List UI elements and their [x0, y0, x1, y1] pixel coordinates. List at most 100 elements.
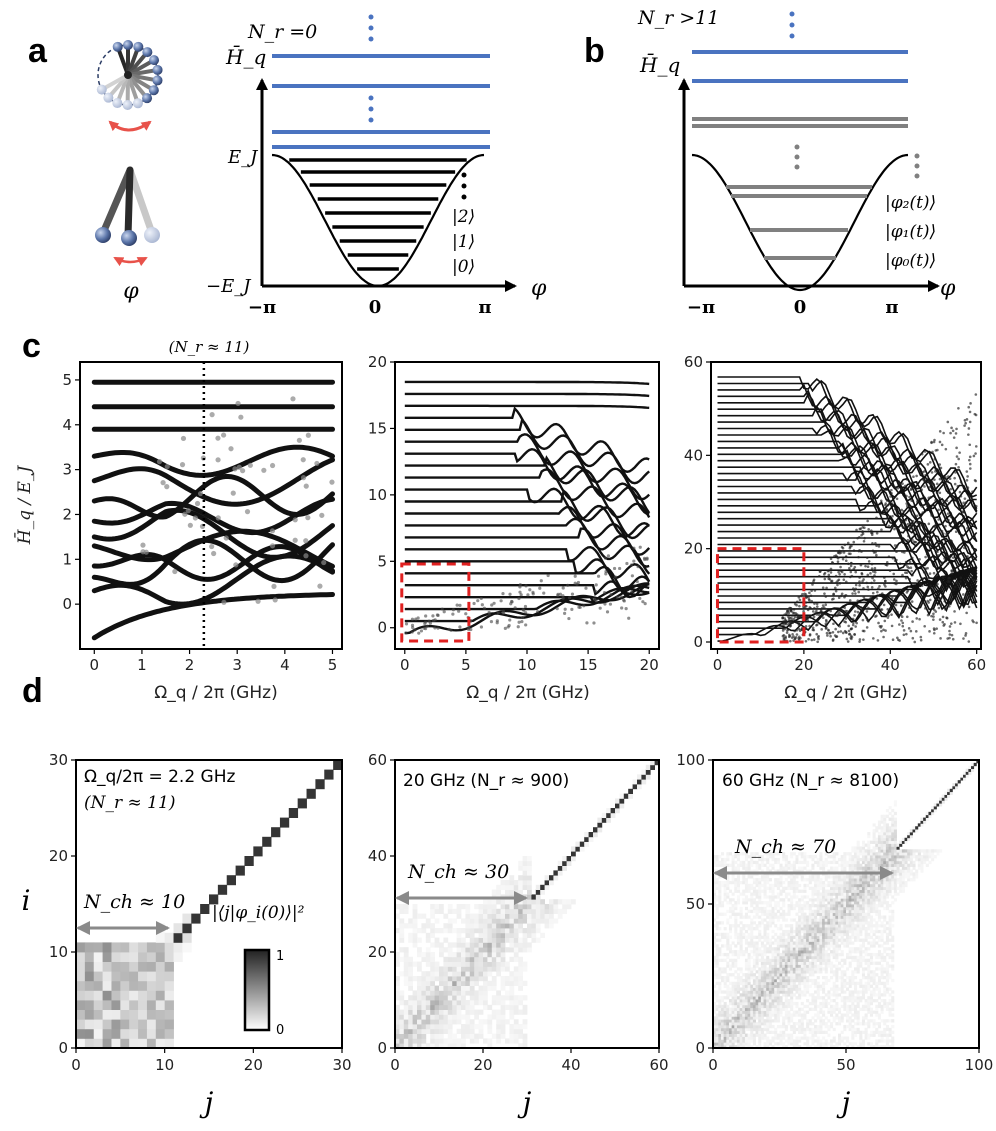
heatmap-cell	[395, 1043, 400, 1049]
scatter-point	[879, 603, 883, 606]
heatmap-cell	[713, 898, 717, 902]
avoided-crossing-point	[140, 549, 146, 555]
heatmap-cell	[840, 1036, 844, 1040]
scatter-point	[902, 629, 906, 632]
heatmap-cell	[832, 1039, 836, 1043]
heatmap-cell	[816, 1013, 820, 1017]
heatmap-cell	[713, 993, 717, 997]
heatmap-cell	[811, 1007, 815, 1011]
heatmap-cell	[768, 999, 772, 1003]
heatmap-cell	[731, 964, 735, 968]
heatmap-cell	[843, 1013, 847, 1017]
heatmap-cell	[784, 1033, 788, 1037]
heatmap-cell	[774, 906, 778, 911]
heatmap-cell	[776, 918, 780, 922]
heatmap-cell	[469, 966, 475, 972]
scatter-point	[890, 613, 893, 616]
heatmap-cell	[824, 904, 828, 908]
heatmap-cell	[822, 1022, 826, 1026]
heatmap-cell	[877, 987, 881, 991]
scatter-point	[967, 594, 971, 598]
pendulum-swing-arrow-bottom	[113, 256, 148, 267]
heatmap-cell	[755, 1007, 759, 1011]
heatmap-cell	[155, 952, 166, 962]
heatmap-cell	[750, 924, 754, 928]
heatmap-cell	[138, 961, 148, 972]
heatmap-cell	[803, 915, 807, 919]
energy-curve	[404, 455, 651, 514]
heatmap-cell	[888, 918, 892, 922]
scatter-point	[931, 450, 934, 454]
heatmap-cell	[782, 929, 786, 934]
heatmap-cell	[744, 1036, 748, 1040]
heatmap-cell	[843, 941, 847, 945]
heatmap-cell	[848, 1004, 852, 1009]
heatmap-cell	[768, 918, 772, 922]
heatmap-cell	[478, 1024, 484, 1030]
heatmap-cell	[173, 923, 183, 934]
scatter-point	[489, 620, 494, 624]
heatmap-cell	[875, 1030, 879, 1034]
heatmap-cell	[491, 923, 497, 929]
heatmap-cell	[715, 1004, 719, 1009]
heatmap-cell	[856, 1022, 860, 1026]
heatmap-cell	[744, 1042, 748, 1046]
phi2-label: |φ₂(t)⟩	[885, 193, 936, 213]
heatmap-cell	[713, 1045, 717, 1049]
scatter-point	[923, 450, 927, 453]
heatmap-cell	[838, 901, 842, 905]
heatmap-cell	[465, 985, 471, 991]
heatmap-cell	[816, 935, 820, 939]
heatmap-cell	[790, 935, 794, 939]
heatmap-cell	[412, 1000, 418, 1006]
heatmap-cell	[491, 908, 497, 914]
heatmap-cell	[883, 927, 887, 931]
heatmap-cell	[736, 941, 740, 945]
scatter-point	[948, 602, 951, 606]
heatmap-cell	[853, 912, 858, 916]
ellipsis-dots-a-black	[461, 172, 467, 200]
scatter-point	[949, 622, 953, 625]
scatter-point	[932, 486, 936, 489]
energy-curve	[404, 433, 651, 501]
heatmap-cell	[827, 978, 831, 983]
heatmap-cell	[763, 996, 767, 1000]
heatmap-cell	[763, 1013, 767, 1017]
heatmap-cell	[412, 1024, 418, 1030]
heatmap-cell	[811, 912, 815, 916]
scatter-point	[969, 467, 972, 470]
heatmap-cell	[824, 964, 828, 968]
heatmap-cell	[513, 899, 519, 905]
heatmap-cell	[835, 924, 839, 928]
heatmap-cell	[766, 984, 770, 988]
heatmap-cell	[758, 1024, 762, 1029]
avoided-crossing-point	[180, 435, 187, 442]
avoided-crossing-point	[305, 515, 311, 521]
heatmap-cell	[619, 793, 625, 799]
scatter-point	[891, 589, 895, 592]
energy-curves-c-left	[91, 362, 335, 649]
heatmap-cell	[798, 927, 802, 931]
heatmap-cell	[755, 981, 759, 986]
heatmap-cell	[715, 921, 719, 925]
heatmap-cell	[806, 927, 810, 931]
bound-levels-a	[289, 158, 467, 271]
scatter-point	[625, 561, 629, 566]
scatter-point	[853, 633, 856, 636]
heatmap-cell	[726, 1039, 730, 1043]
heatmap-cell	[731, 1024, 735, 1029]
heatmap-cell	[403, 952, 409, 958]
heatmap-cell	[129, 1009, 139, 1020]
heatmap-cell	[811, 967, 815, 971]
scatter-point	[883, 579, 887, 583]
heatmap-cell	[877, 1033, 881, 1037]
heatmap-cell	[430, 942, 435, 948]
heatmap-cell	[443, 1014, 449, 1020]
heatmap-cell	[861, 915, 866, 919]
scatter-point	[635, 579, 639, 584]
heatmap-cell	[861, 976, 866, 980]
heatmap-cell	[734, 915, 738, 919]
scatter-point	[814, 611, 818, 615]
heatmap-cell	[885, 1039, 889, 1043]
scatter-point	[442, 610, 446, 614]
